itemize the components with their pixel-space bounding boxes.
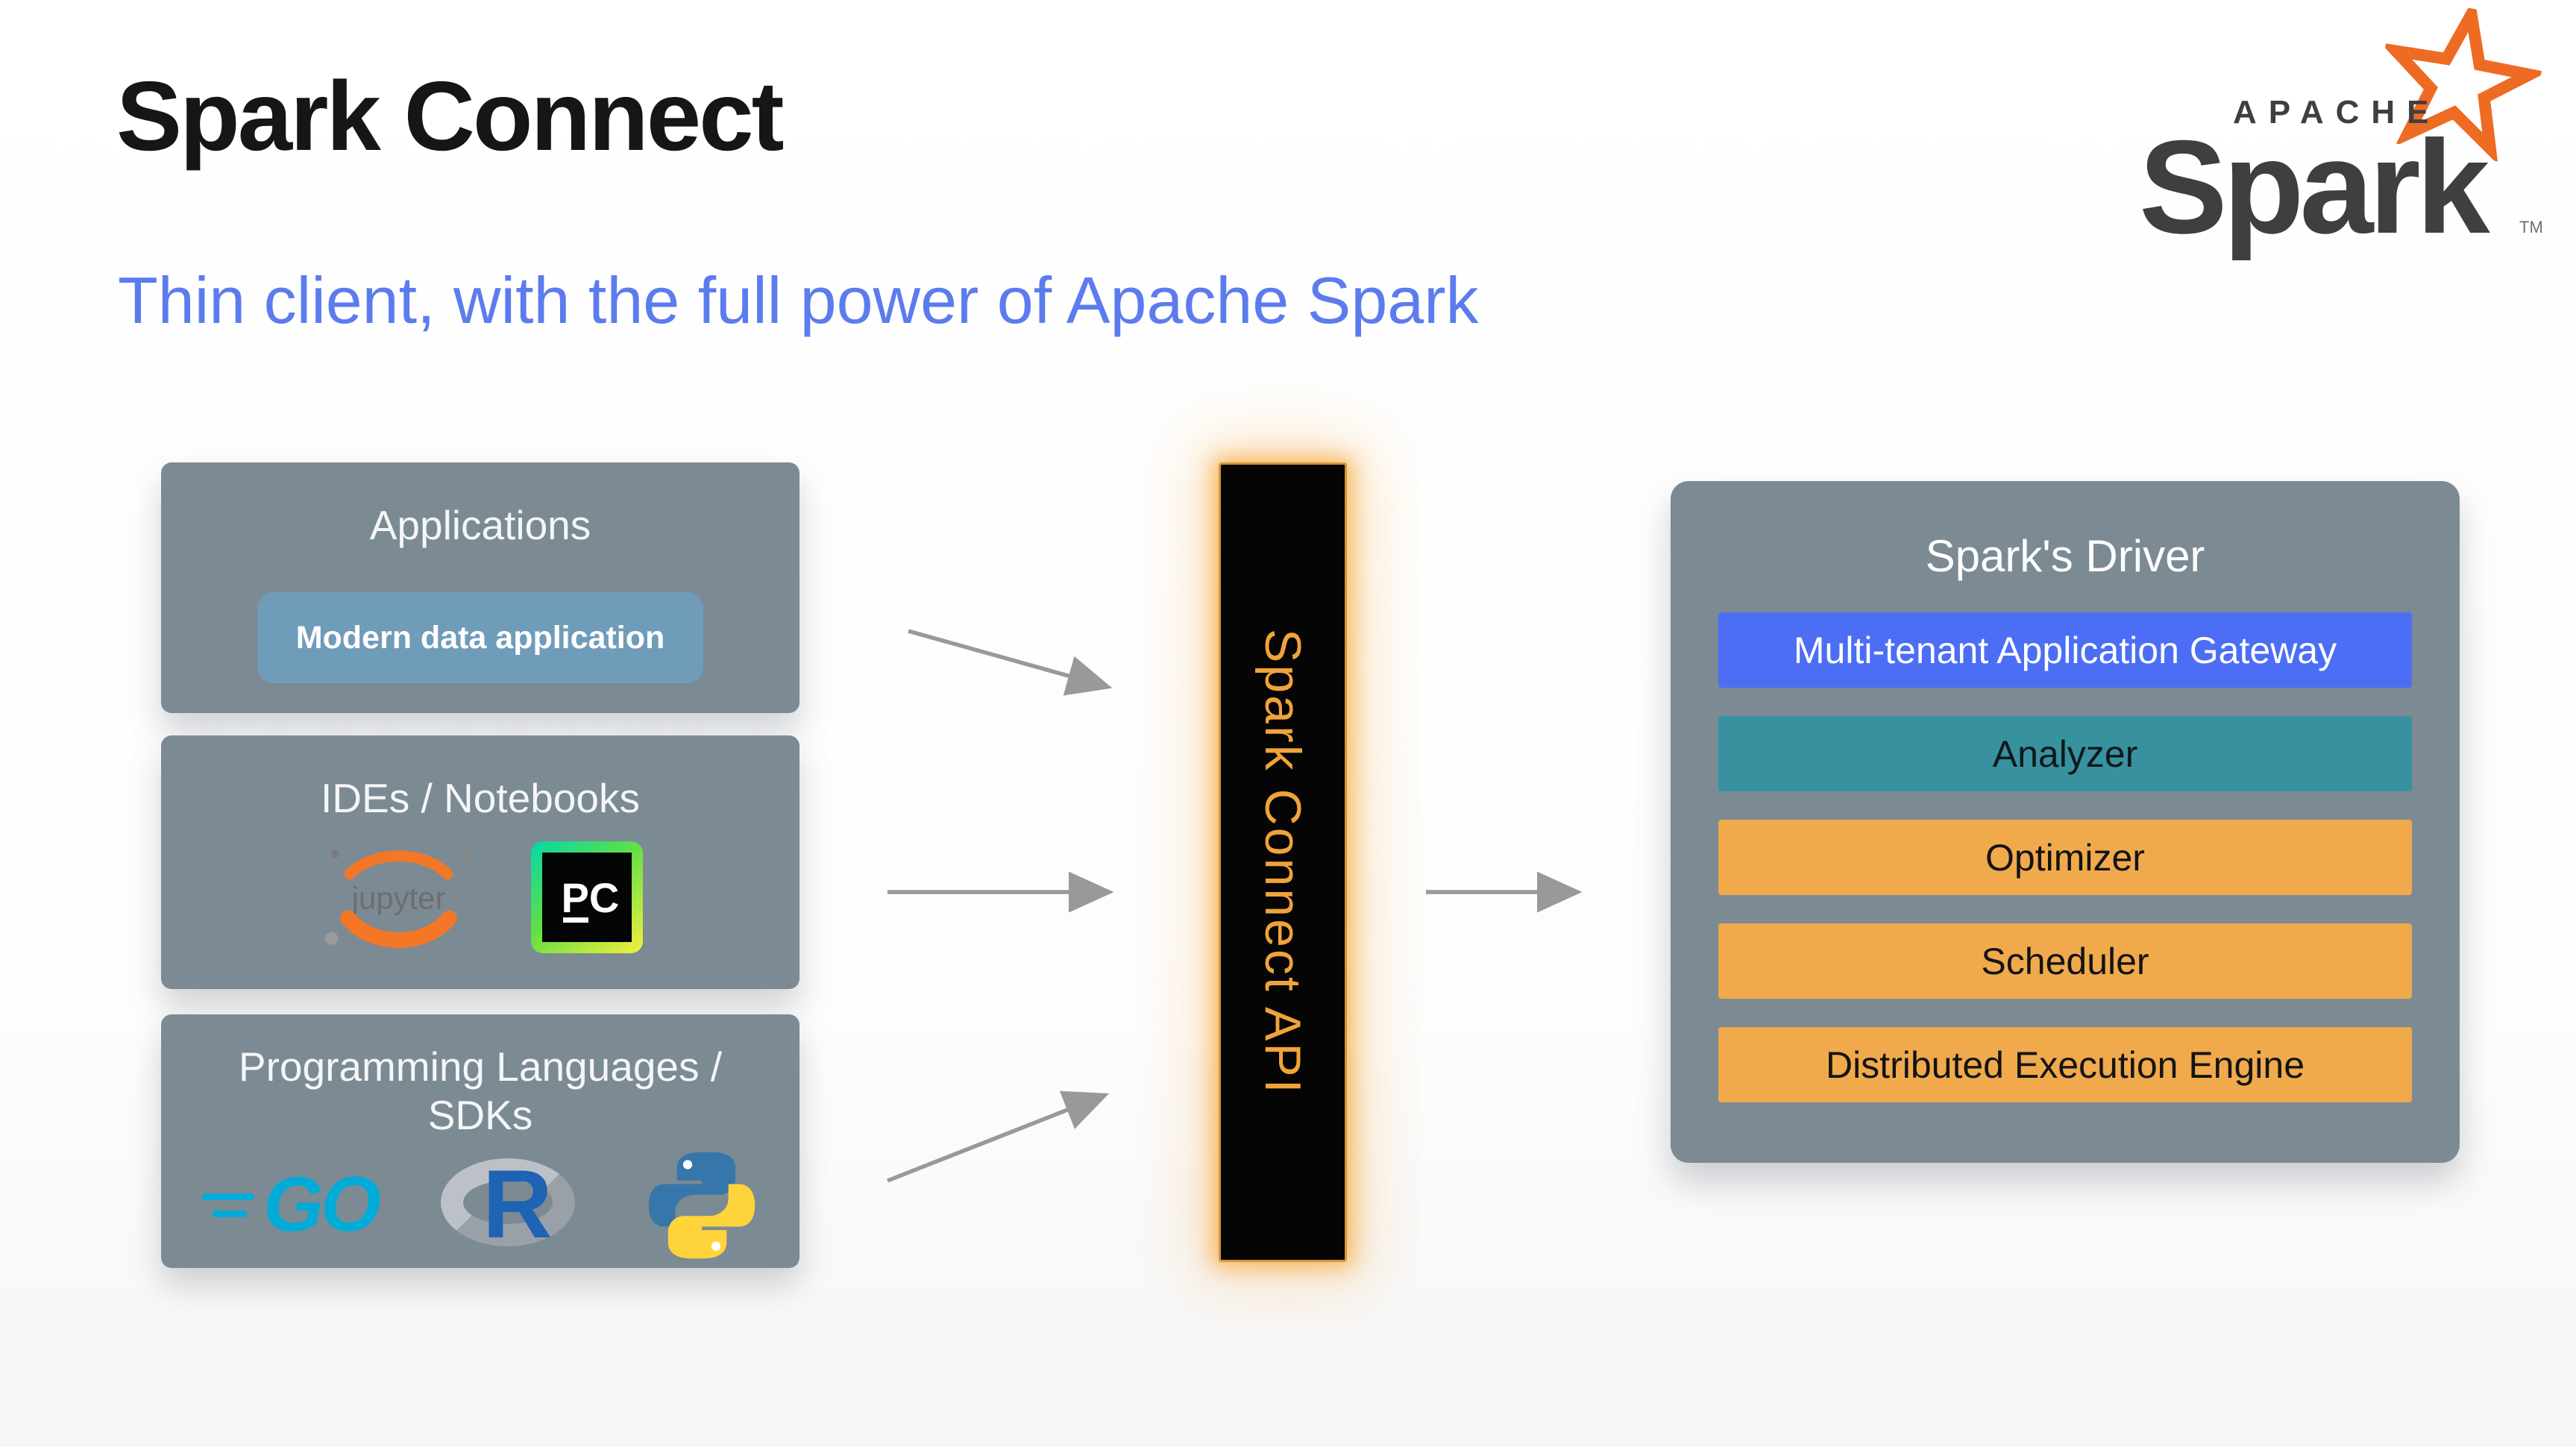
go-label: GO — [263, 1161, 381, 1249]
r-label: R — [482, 1149, 553, 1258]
pycharm-logo: PC — [530, 841, 643, 953]
language-logo-row: GO R — [202, 1149, 758, 1262]
driver-row-gateway: Multi-tenant Application Gateway — [1718, 612, 2412, 688]
jupyter-logo: jupyter — [324, 849, 469, 948]
driver-row-analyzer: Analyzer — [1718, 716, 2412, 791]
languages-sdks-title: Programming Languages / SDKs — [238, 1043, 723, 1138]
arrow-languages-to-api — [886, 1090, 1110, 1183]
jupyter-label: jupyter — [350, 881, 445, 916]
spark-star-icon — [2380, 0, 2548, 165]
driver-row-execution-engine: Distributed Execution Engine — [1718, 1027, 2412, 1102]
arrow-applications-to-api — [908, 629, 1113, 696]
languages-sdks-box: Programming Languages / SDKs GO R — [161, 1014, 799, 1268]
ides-notebooks-title: IDEs / Notebooks — [321, 775, 640, 821]
brand-spark-wordmark: Spark — [2139, 113, 2490, 261]
ide-logo-row: jupyter PC — [318, 828, 643, 966]
pycharm-inner-square: PC — [541, 852, 632, 942]
pycharm-underscore — [562, 917, 588, 923]
applications-title: Applications — [369, 502, 591, 548]
brand-trademark: TM — [2519, 218, 2543, 236]
page-title: Spark Connect — [116, 61, 785, 171]
spark-connect-api-label: Spark Connect API — [1254, 629, 1311, 1096]
pycharm-label: PC — [561, 873, 620, 921]
brand-apache-text: APACHE — [2233, 94, 2441, 131]
apache-spark-logo: APACHE Spark TM — [2134, 0, 2567, 261]
modern-data-application-chip: Modern data application — [257, 592, 703, 683]
spark-driver-box: Spark's Driver Multi-tenant Application … — [1671, 481, 2460, 1163]
driver-rows: Multi-tenant Application Gateway Analyze… — [1718, 612, 2412, 1102]
ides-notebooks-box: IDEs / Notebooks jupyter PC — [161, 735, 799, 989]
go-logo: GO — [202, 1161, 381, 1249]
driver-row-scheduler: Scheduler — [1718, 923, 2412, 999]
driver-row-optimizer: Optimizer — [1718, 820, 2412, 895]
page-subtitle: Thin client, with the full power of Apac… — [118, 263, 1479, 337]
applications-box: Applications Modern data application — [161, 462, 799, 713]
python-logo — [648, 1152, 755, 1259]
spark-connect-api-bar: Spark Connect API — [1219, 462, 1347, 1262]
r-logo: R — [440, 1149, 582, 1258]
go-speed-lines — [202, 1193, 255, 1217]
spark-driver-title: Spark's Driver — [1925, 531, 2205, 581]
